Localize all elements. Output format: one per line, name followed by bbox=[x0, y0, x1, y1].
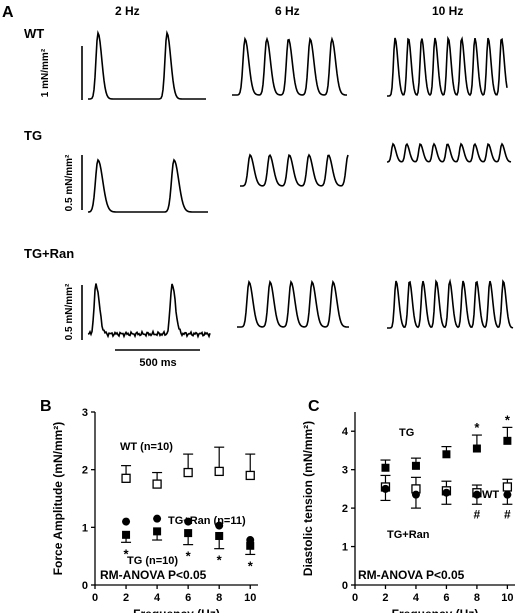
freq-header-6hz: 6 Hz bbox=[275, 4, 300, 18]
y-tick-label: 2 bbox=[82, 465, 88, 477]
trace-tgran-10hz bbox=[387, 278, 514, 329]
stat-text: RM-ANOVA P<0.05 bbox=[100, 568, 207, 582]
x-tick-label: 8 bbox=[216, 592, 222, 604]
data-point-filled-square bbox=[184, 529, 193, 538]
data-point-open-square bbox=[152, 479, 162, 489]
chart-c: 0 1 2 3 4 0 2 4 6 8 10Frequency (Hz) Diastolic tens… bbox=[301, 412, 515, 613]
data-point-filled-circle bbox=[153, 514, 162, 523]
x-tick-label: 6 bbox=[443, 592, 449, 604]
y-tick-label: 3 bbox=[342, 465, 348, 477]
significance-marker: * bbox=[186, 549, 192, 564]
trace-wt-2hz bbox=[88, 30, 206, 100]
scale-label-tgran: 0.5 mN/mm² bbox=[64, 283, 75, 340]
data-point-filled-circle bbox=[411, 490, 420, 499]
freq-header-2hz: 2 Hz bbox=[115, 4, 140, 18]
significance-marker: * bbox=[217, 553, 223, 568]
data-point-filled-circle bbox=[442, 488, 451, 497]
panel-a-label: A bbox=[2, 4, 14, 21]
scale-label-wt: 1 mN/mm² bbox=[40, 48, 51, 97]
panel-c-label: C bbox=[308, 398, 320, 415]
data-point-filled-square bbox=[472, 444, 481, 453]
data-point-filled-square bbox=[122, 530, 131, 539]
data-point-filled-square bbox=[215, 531, 224, 540]
x-tick-label: 0 bbox=[352, 592, 358, 604]
significance-marker: # bbox=[504, 507, 511, 521]
trace-tg-10hz bbox=[386, 142, 512, 163]
row-label-tgran: TG+Ran bbox=[24, 246, 75, 261]
y-tick-label: 2 bbox=[342, 503, 348, 515]
data-point-filled-circle bbox=[122, 517, 131, 526]
data-point-filled-square bbox=[503, 436, 512, 445]
significance-marker: * bbox=[505, 412, 511, 427]
panel-b-label: B bbox=[40, 398, 52, 415]
data-point-filled-square bbox=[411, 461, 420, 470]
legend-tg: TG bbox=[399, 427, 414, 439]
y-tick-label: 0 bbox=[82, 580, 88, 592]
scale-label-tg: 0.5 mN/mm² bbox=[64, 154, 75, 211]
x-axis-label: Frequency (Hz) bbox=[133, 607, 220, 613]
x-axis-label: Frequency (Hz) bbox=[392, 607, 479, 613]
legend-tgran: TG+Ran bbox=[387, 529, 430, 541]
data-point-open-square bbox=[245, 470, 255, 481]
legend-tgran: TG+Ran (n=11) bbox=[168, 515, 246, 527]
x-tick-label: 6 bbox=[185, 592, 191, 604]
data-point-filled-circle bbox=[215, 521, 224, 530]
trace-wt-10hz bbox=[387, 35, 508, 97]
y-axis-label: Force Amplitude (mN/mm²) bbox=[51, 422, 65, 576]
stat-text: RM-ANOVA P<0.05 bbox=[358, 568, 465, 582]
data-point-filled-square bbox=[381, 463, 390, 472]
freq-header-10hz: 10 Hz bbox=[432, 4, 464, 18]
trace-tg-2hz bbox=[87, 158, 208, 213]
legend-tg: TG (n=10) bbox=[127, 555, 178, 567]
x-tick-label: 2 bbox=[123, 592, 129, 604]
x-tick-label: 10 bbox=[244, 592, 256, 604]
legend-wt: WT bbox=[482, 489, 499, 501]
trace-wt-6hz bbox=[232, 36, 347, 96]
y-tick-label: 1 bbox=[82, 522, 88, 534]
data-point-open-square bbox=[214, 466, 224, 477]
traces-svg: 1 mN/mm² 0.5 mN/mm² 0.5 mN/mm² 500 ms bbox=[40, 30, 514, 369]
y-tick-label: 3 bbox=[82, 407, 88, 419]
trace-tgran-6hz bbox=[237, 279, 349, 328]
y-tick-label: 0 bbox=[342, 580, 348, 592]
trace-tg-6hz bbox=[240, 153, 349, 187]
x-tick-label: 10 bbox=[501, 592, 513, 604]
data-point-filled-square bbox=[246, 541, 255, 550]
significance-marker: * bbox=[474, 420, 480, 435]
data-point-filled-circle bbox=[381, 484, 390, 493]
data-point-filled-circle bbox=[472, 490, 481, 499]
data-point-open-square bbox=[121, 473, 131, 483]
y-tick-label: 1 bbox=[342, 542, 348, 554]
significance-marker: # bbox=[474, 507, 481, 521]
row-label-tg: TG bbox=[24, 128, 43, 143]
x-tick-label: 4 bbox=[413, 592, 420, 604]
data-point-filled-square bbox=[442, 450, 451, 459]
data-point-open-square bbox=[502, 482, 513, 492]
data-point-filled-square bbox=[153, 527, 162, 536]
data-point-filled-circle bbox=[503, 490, 512, 499]
y-tick-label: 4 bbox=[342, 426, 349, 438]
x-tick-label: 8 bbox=[474, 592, 480, 604]
chart-b: 0 1 2 3 0 2 4 6 8 10Frequency (Hz) Force Amplitude… bbox=[51, 407, 258, 613]
row-label-wt: WT bbox=[24, 26, 45, 41]
trace-tgran-2hz bbox=[87, 283, 211, 339]
y-axis-label: Diastolic tension (mN/mm²) bbox=[301, 421, 315, 576]
data-point-filled-circle bbox=[184, 517, 193, 526]
x-tick-label: 0 bbox=[92, 592, 98, 604]
legend-wt: WT (n=10) bbox=[120, 441, 173, 453]
x-tick-label: 4 bbox=[154, 592, 161, 604]
data-point-open-square bbox=[183, 467, 193, 478]
x-tick-label: 2 bbox=[382, 592, 388, 604]
significance-marker: * bbox=[248, 558, 254, 573]
time-scale-label: 500 ms bbox=[139, 357, 176, 369]
significance-marker: * bbox=[124, 546, 130, 561]
